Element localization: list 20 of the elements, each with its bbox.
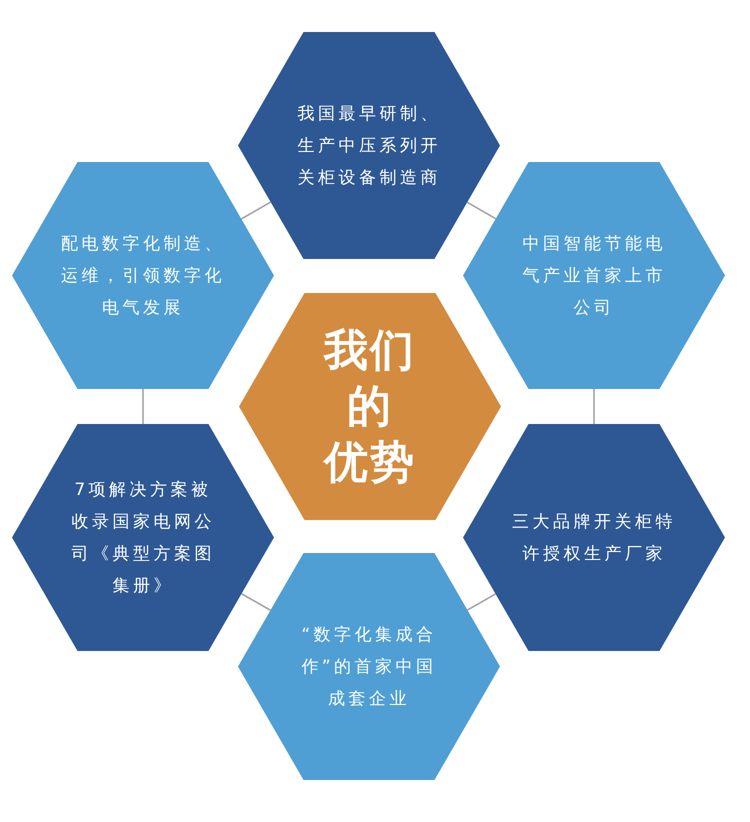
hexagon-label: 7项解决方案被收录国家电网公司《典型方案图集册》 — [70, 478, 216, 598]
hexagon-label: 配电数字化制造、运维，引领数字化电气发展 — [60, 232, 226, 320]
hexagon-title: 我们的优势 — [322, 324, 417, 490]
connector-line — [466, 202, 496, 220]
connector-line — [142, 389, 144, 424]
hexagon — [239, 293, 501, 520]
connector-line — [593, 389, 595, 424]
hexagon — [12, 424, 274, 651]
hexagon-label: “数字化集成合作”的首家中国成套企业 — [300, 624, 438, 710]
connector-line — [240, 201, 272, 220]
connector-line — [467, 593, 496, 611]
connector-line — [241, 593, 271, 611]
hexagon — [12, 162, 274, 389]
hexagon — [238, 553, 500, 780]
hexagon-label: 三大品牌开关柜特许授权生产厂家 — [511, 510, 677, 566]
hexagon-label: 中国智能节能电气产业首家上市公司 — [521, 232, 667, 320]
hexagon — [463, 162, 725, 389]
hexagon-label: 我国最早研制、生产中压系列开关柜设备制造商 — [296, 102, 442, 190]
hexagon — [463, 424, 725, 651]
hexagon — [238, 32, 500, 259]
